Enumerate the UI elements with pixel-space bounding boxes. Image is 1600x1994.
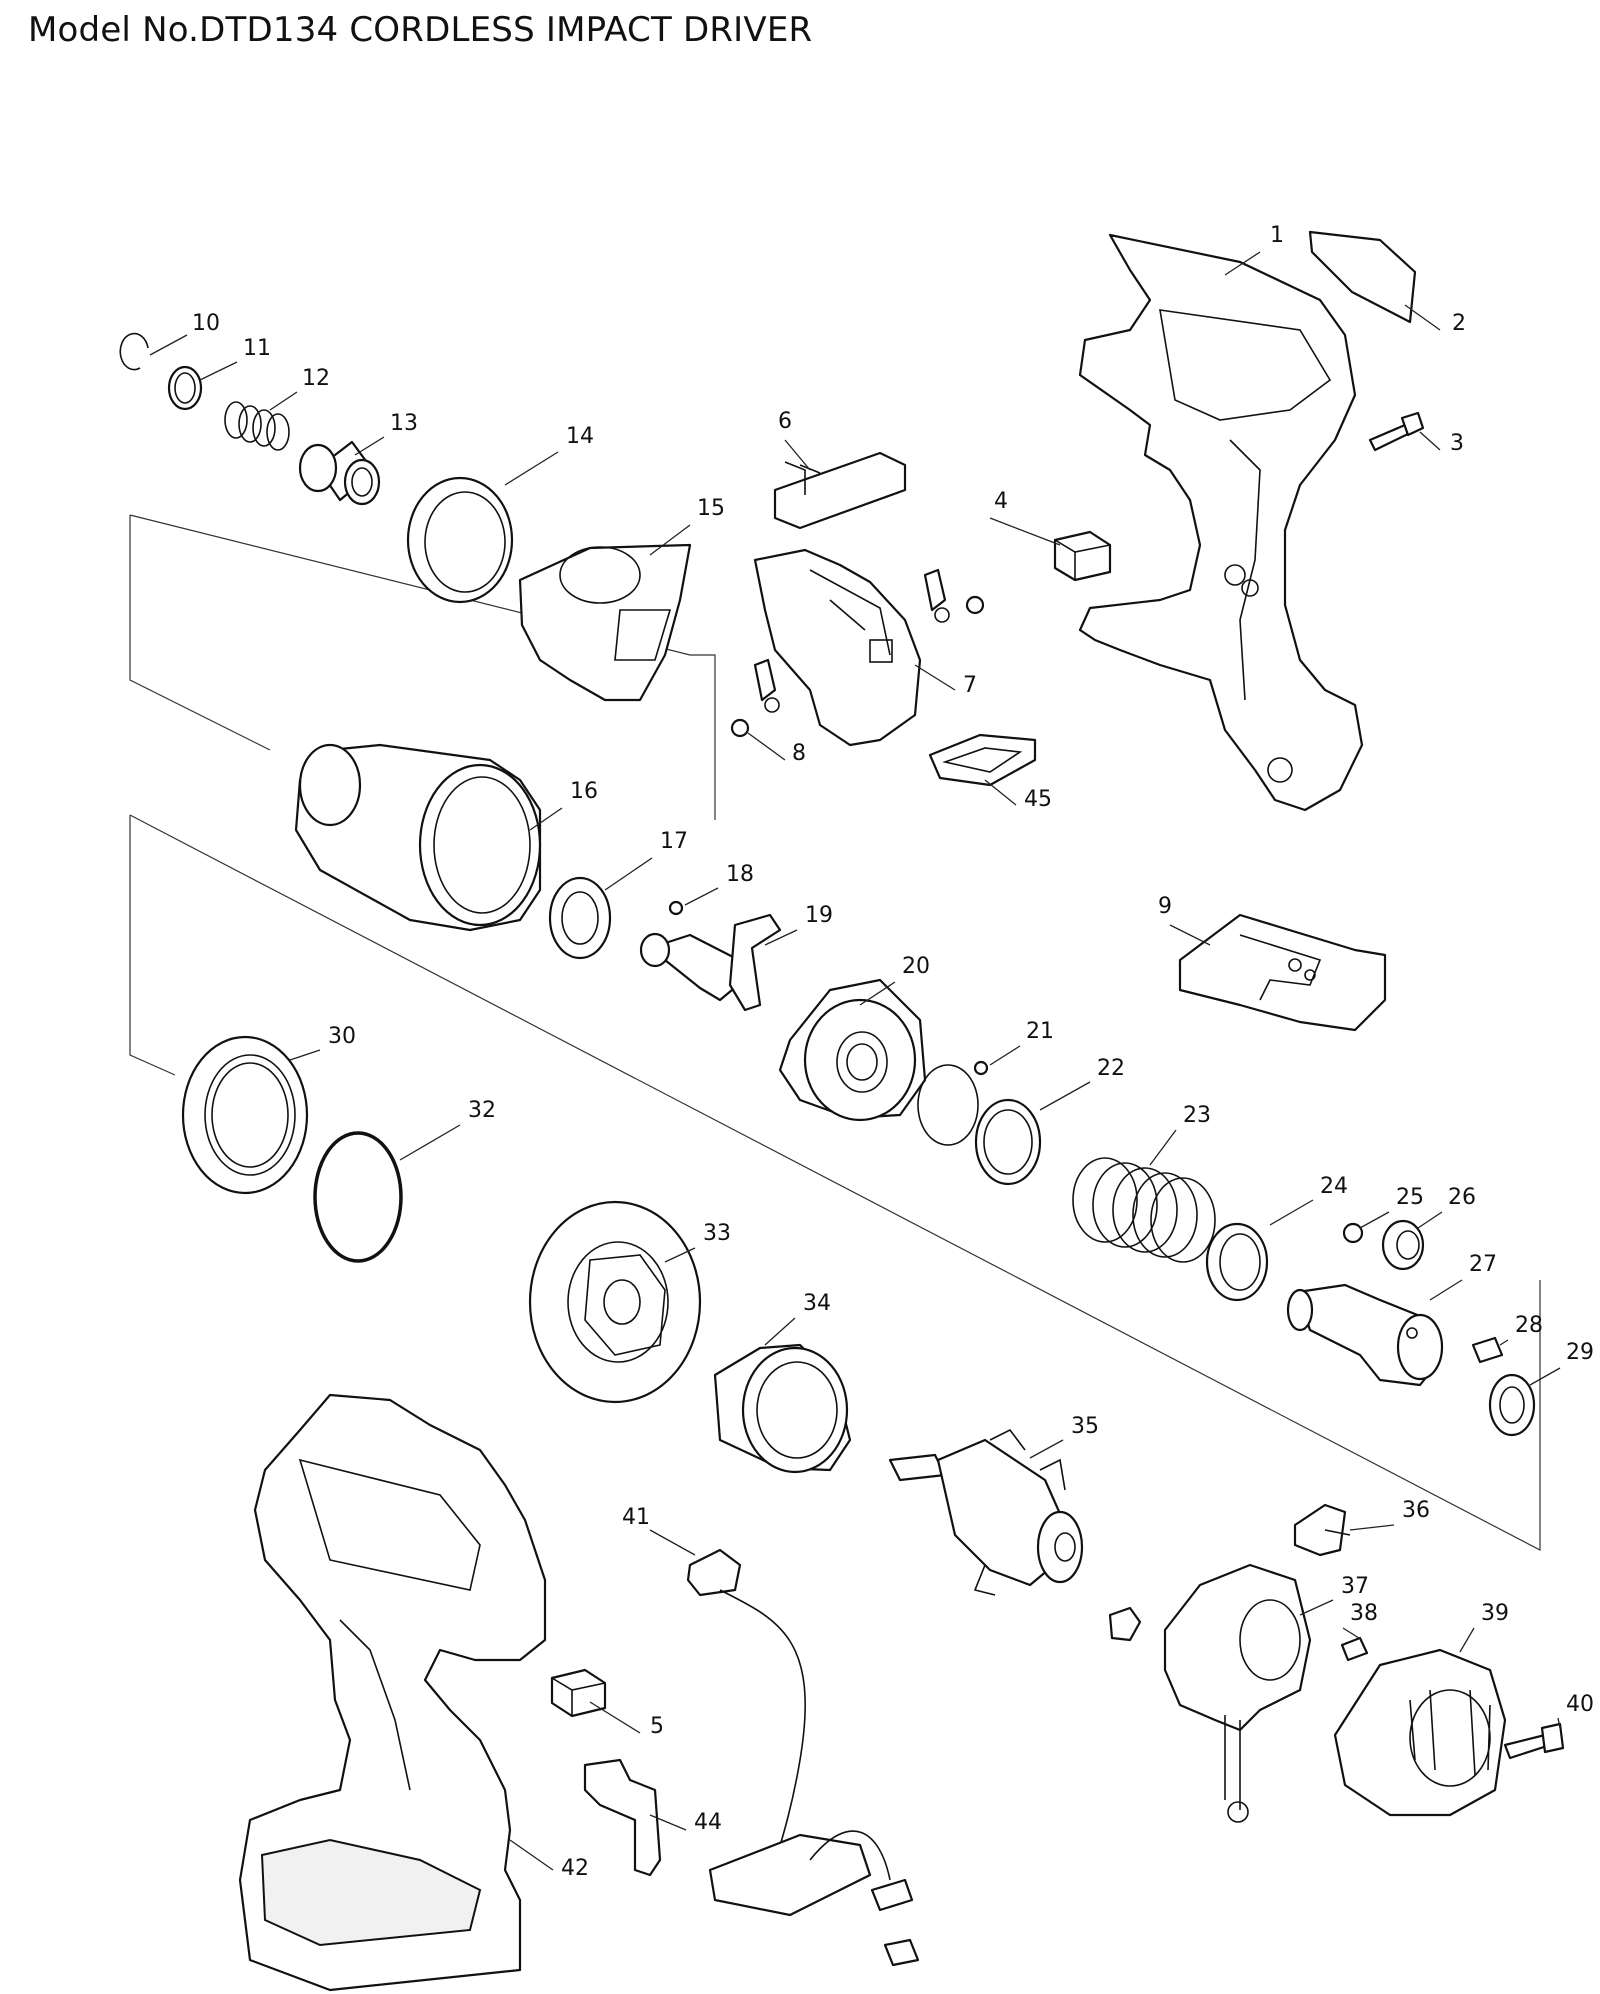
part-35-rotor: [888, 1428, 1084, 1596]
part-41-wire-terminal: [686, 1548, 806, 1881]
callout-label: 8: [792, 741, 806, 766]
callout-label: 26: [1448, 1185, 1476, 1210]
leader-lines: [149, 251, 1561, 1871]
callout-label: 7: [963, 673, 977, 698]
part-13-sleeve: [298, 440, 381, 506]
callout-label: 28: [1515, 1313, 1543, 1338]
callout-label: 13: [390, 411, 418, 436]
part-2-name-plate: [1308, 230, 1417, 324]
part-32-o-ring: [313, 1131, 403, 1263]
part-19-spindle: [639, 913, 782, 1012]
callout-label: 16: [570, 779, 598, 804]
callout-label: 38: [1350, 1601, 1378, 1626]
callout-label: 37: [1341, 1574, 1369, 1599]
part-14-ring: [406, 476, 514, 604]
part-25-ball: [1342, 1222, 1364, 1244]
part-4-block: [1053, 530, 1112, 582]
callout-label: 11: [243, 336, 271, 361]
part-15-front-cover: [518, 543, 692, 702]
callout-label: 5: [650, 1714, 664, 1739]
part-27-anvil-spindle: [1286, 1283, 1444, 1387]
part-23-spring: [1072, 1157, 1216, 1263]
callout-label: 23: [1183, 1103, 1211, 1128]
part-36-clip: [1293, 1503, 1351, 1557]
part-20-hammer: [778, 978, 927, 1122]
part-44-bracket: [583, 1758, 662, 1877]
part-9-controller: [1178, 913, 1387, 1032]
part-39-rear-cover: [1333, 1648, 1507, 1817]
callout-label: 39: [1481, 1601, 1509, 1626]
callout-label: 19: [805, 903, 833, 928]
callout-label: 45: [1024, 787, 1052, 812]
callout-label: 36: [1402, 1498, 1430, 1523]
callout-label: 42: [561, 1856, 589, 1881]
part-30-ring-gear: [181, 1035, 309, 1195]
callout-label: 21: [1026, 1019, 1054, 1044]
callout-label: 44: [694, 1810, 722, 1835]
callout-label: 12: [302, 366, 330, 391]
part-6-switch-lever: [773, 451, 907, 530]
callout-label: 24: [1320, 1174, 1348, 1199]
callout-label: 27: [1469, 1252, 1497, 1277]
part-8-terminal-screws: [730, 568, 985, 738]
part-40-screw: [1503, 1722, 1565, 1760]
part-29-washer: [1488, 1373, 1536, 1437]
callout-label: 35: [1071, 1414, 1099, 1439]
part-21-ball: [917, 1060, 989, 1146]
part-18-ball: [668, 900, 684, 916]
callout-label: 29: [1566, 1340, 1594, 1365]
callout-label: 32: [468, 1098, 496, 1123]
callout-label: 18: [726, 862, 754, 887]
part-10-retaining-ring: [119, 332, 149, 371]
part-33-gear-housing: [528, 1200, 702, 1404]
part-11-washer: [167, 365, 203, 411]
callout-label: 33: [703, 1221, 731, 1246]
callout-label: 9: [1158, 894, 1172, 919]
part-17-washer: [548, 876, 612, 960]
part-1-housing-right: [1078, 233, 1364, 812]
circuit-board: [708, 1830, 920, 1967]
part-16-hammer-case: [294, 743, 542, 932]
part-37-stator-plate: [1108, 1563, 1312, 1823]
part-45-cover: [928, 733, 1037, 787]
callout-label: 14: [566, 424, 594, 449]
part-34-sleeve: [713, 1343, 852, 1474]
part-7-switch: [753, 548, 922, 747]
page-title: Model No.DTD134 CORDLESS IMPACT DRIVER: [28, 10, 813, 50]
part-5-block: [550, 1668, 607, 1718]
callout-label: 17: [660, 829, 688, 854]
callout-label: 22: [1097, 1056, 1125, 1081]
part-12-spring: [224, 401, 290, 451]
part-38-pin: [1340, 1636, 1369, 1662]
callout-label: 30: [328, 1024, 356, 1049]
assembly-guide-lines: [129, 514, 1541, 1551]
callout-label: 1: [1270, 223, 1284, 248]
callout-label: 20: [902, 954, 930, 979]
part-42-housing-left: [238, 1393, 547, 1992]
callout-label: 6: [778, 409, 792, 434]
callout-label: 25: [1396, 1185, 1424, 1210]
part-3-screw: [1368, 411, 1425, 452]
callout-label: 34: [803, 1291, 831, 1316]
part-28-pin: [1471, 1336, 1504, 1364]
callout-label: 15: [697, 496, 725, 521]
part-22-washer: [974, 1098, 1042, 1186]
callout-label: 10: [192, 311, 220, 336]
part-26-gear: [1381, 1219, 1425, 1271]
callout-label: 41: [622, 1505, 650, 1530]
callout-label: 2: [1452, 311, 1466, 336]
callout-label: 4: [994, 489, 1008, 514]
part-24-retainer: [1205, 1222, 1269, 1302]
callout-label: 3: [1450, 431, 1464, 456]
callout-label: 40: [1566, 1692, 1594, 1717]
